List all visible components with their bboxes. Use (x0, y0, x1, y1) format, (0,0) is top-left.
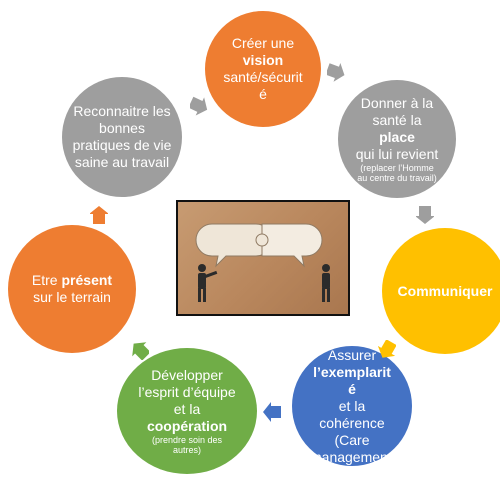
node-place: Donner à la santé la place qui lui revie… (338, 80, 456, 198)
node-cooperation-note: (prendre soin des autres) (151, 435, 223, 455)
node-present-post: sur le terrain (33, 289, 111, 305)
node-exemplarite-pre: Assurer (327, 346, 377, 363)
node-communiquer-bold: Communiquer (397, 282, 493, 299)
arrow-cooperation-to-present (132, 342, 149, 360)
arrow-communiquer-to-exemplarite (378, 340, 396, 358)
node-present-bold: présent (61, 272, 113, 288)
arrow-vision-to-place (327, 62, 345, 82)
node-communiquer: Communiquer (382, 228, 500, 354)
arrow-present-to-reconnaitre (90, 206, 108, 224)
node-reconnaitre: Reconnaitre les bonnes pratiques de vie … (62, 77, 182, 197)
node-present: Etre présent sur le terrain (8, 225, 136, 353)
node-vision-bold: vision (242, 52, 284, 68)
node-vision: Créer une vision santé/sécurité (205, 11, 321, 127)
node-place-pre: Donner à la santé la (360, 95, 434, 128)
node-exemplarite-bold: l’exemplarité (313, 363, 391, 397)
arrow-place-to-communiquer (416, 206, 434, 224)
node-cooperation: Développer l’esprit d’équipe et la coopé… (117, 348, 257, 474)
puzzle-speech-bubbles-people-image (176, 200, 350, 316)
node-exemplarite-post: et la cohérence (Care management) (310, 397, 397, 465)
node-place-post: qui lui revient (355, 146, 439, 162)
node-present-pre: Etre (31, 272, 58, 288)
node-place-note: (replacer l’Homme au centre du travail) (357, 163, 437, 183)
center-illustration (195, 223, 330, 302)
node-place-bold: place (379, 129, 415, 145)
arrow-exemplarite-to-cooperation (263, 402, 281, 422)
arrow-reconnaitre-to-vision (190, 96, 208, 116)
node-present-line1: Etre présent (32, 272, 112, 289)
node-cooperation-pre: Développer l’esprit d’équipe et la (138, 367, 236, 417)
node-vision-pre: Créer une (231, 35, 295, 51)
node-cooperation-bold: coopération (146, 418, 228, 434)
node-vision-post: santé/sécurité (223, 69, 303, 102)
node-reconnaitre-text: Reconnaitre les bonnes pratiques de vie … (72, 103, 172, 170)
node-exemplarite: Assurer l’exemplarité et la cohérence (C… (292, 346, 412, 466)
